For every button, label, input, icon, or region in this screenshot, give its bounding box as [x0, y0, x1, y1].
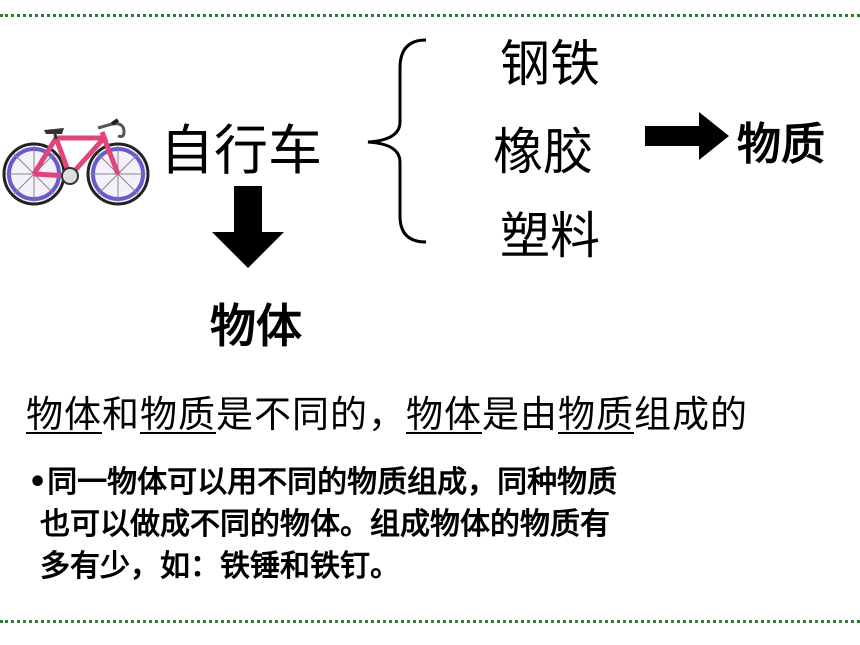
- statement-substance-2: 物质: [558, 393, 634, 436]
- statement-object-2: 物体: [406, 393, 482, 436]
- statement-text-2: 是不同的，: [216, 393, 406, 436]
- statement-text-1: 和: [102, 393, 140, 436]
- material-steel: 钢铁: [500, 35, 600, 93]
- explanation-note: •同一物体可以用不同的物质组成，同种物质 也可以做成不同的物体。组成物体的物质有…: [28, 462, 800, 588]
- top-dotted-divider: [0, 14, 860, 17]
- bike-label: 自行车: [160, 119, 322, 182]
- bullet: •: [28, 465, 48, 500]
- note-line-3: 多有少，如：铁锤和铁钉。: [40, 549, 400, 584]
- statement: 物体和物质是不同的，物体是由物质组成的: [26, 384, 748, 438]
- bottom-dotted-divider: [0, 620, 860, 623]
- statement-text-3: 是由: [482, 393, 558, 436]
- material-plastic: 塑料: [500, 207, 600, 265]
- statement-object-1: 物体: [26, 393, 102, 436]
- object-label: 物体: [210, 299, 302, 353]
- statement-substance-1: 物质: [140, 393, 216, 436]
- bicycle-icon: [2, 118, 150, 206]
- note-line-2: 也可以做成不同的物体。组成物体的物质有: [40, 507, 610, 542]
- statement-text-4: 组成的: [634, 393, 748, 436]
- substance-label: 物质: [737, 119, 825, 170]
- material-rubber: 橡胶: [493, 123, 593, 181]
- arrow-right-icon: [645, 112, 729, 160]
- brace-icon: [367, 38, 427, 244]
- arrow-down-icon: [212, 186, 284, 268]
- note-line-1: •同一物体可以用不同的物质组成，同种物质: [28, 465, 618, 500]
